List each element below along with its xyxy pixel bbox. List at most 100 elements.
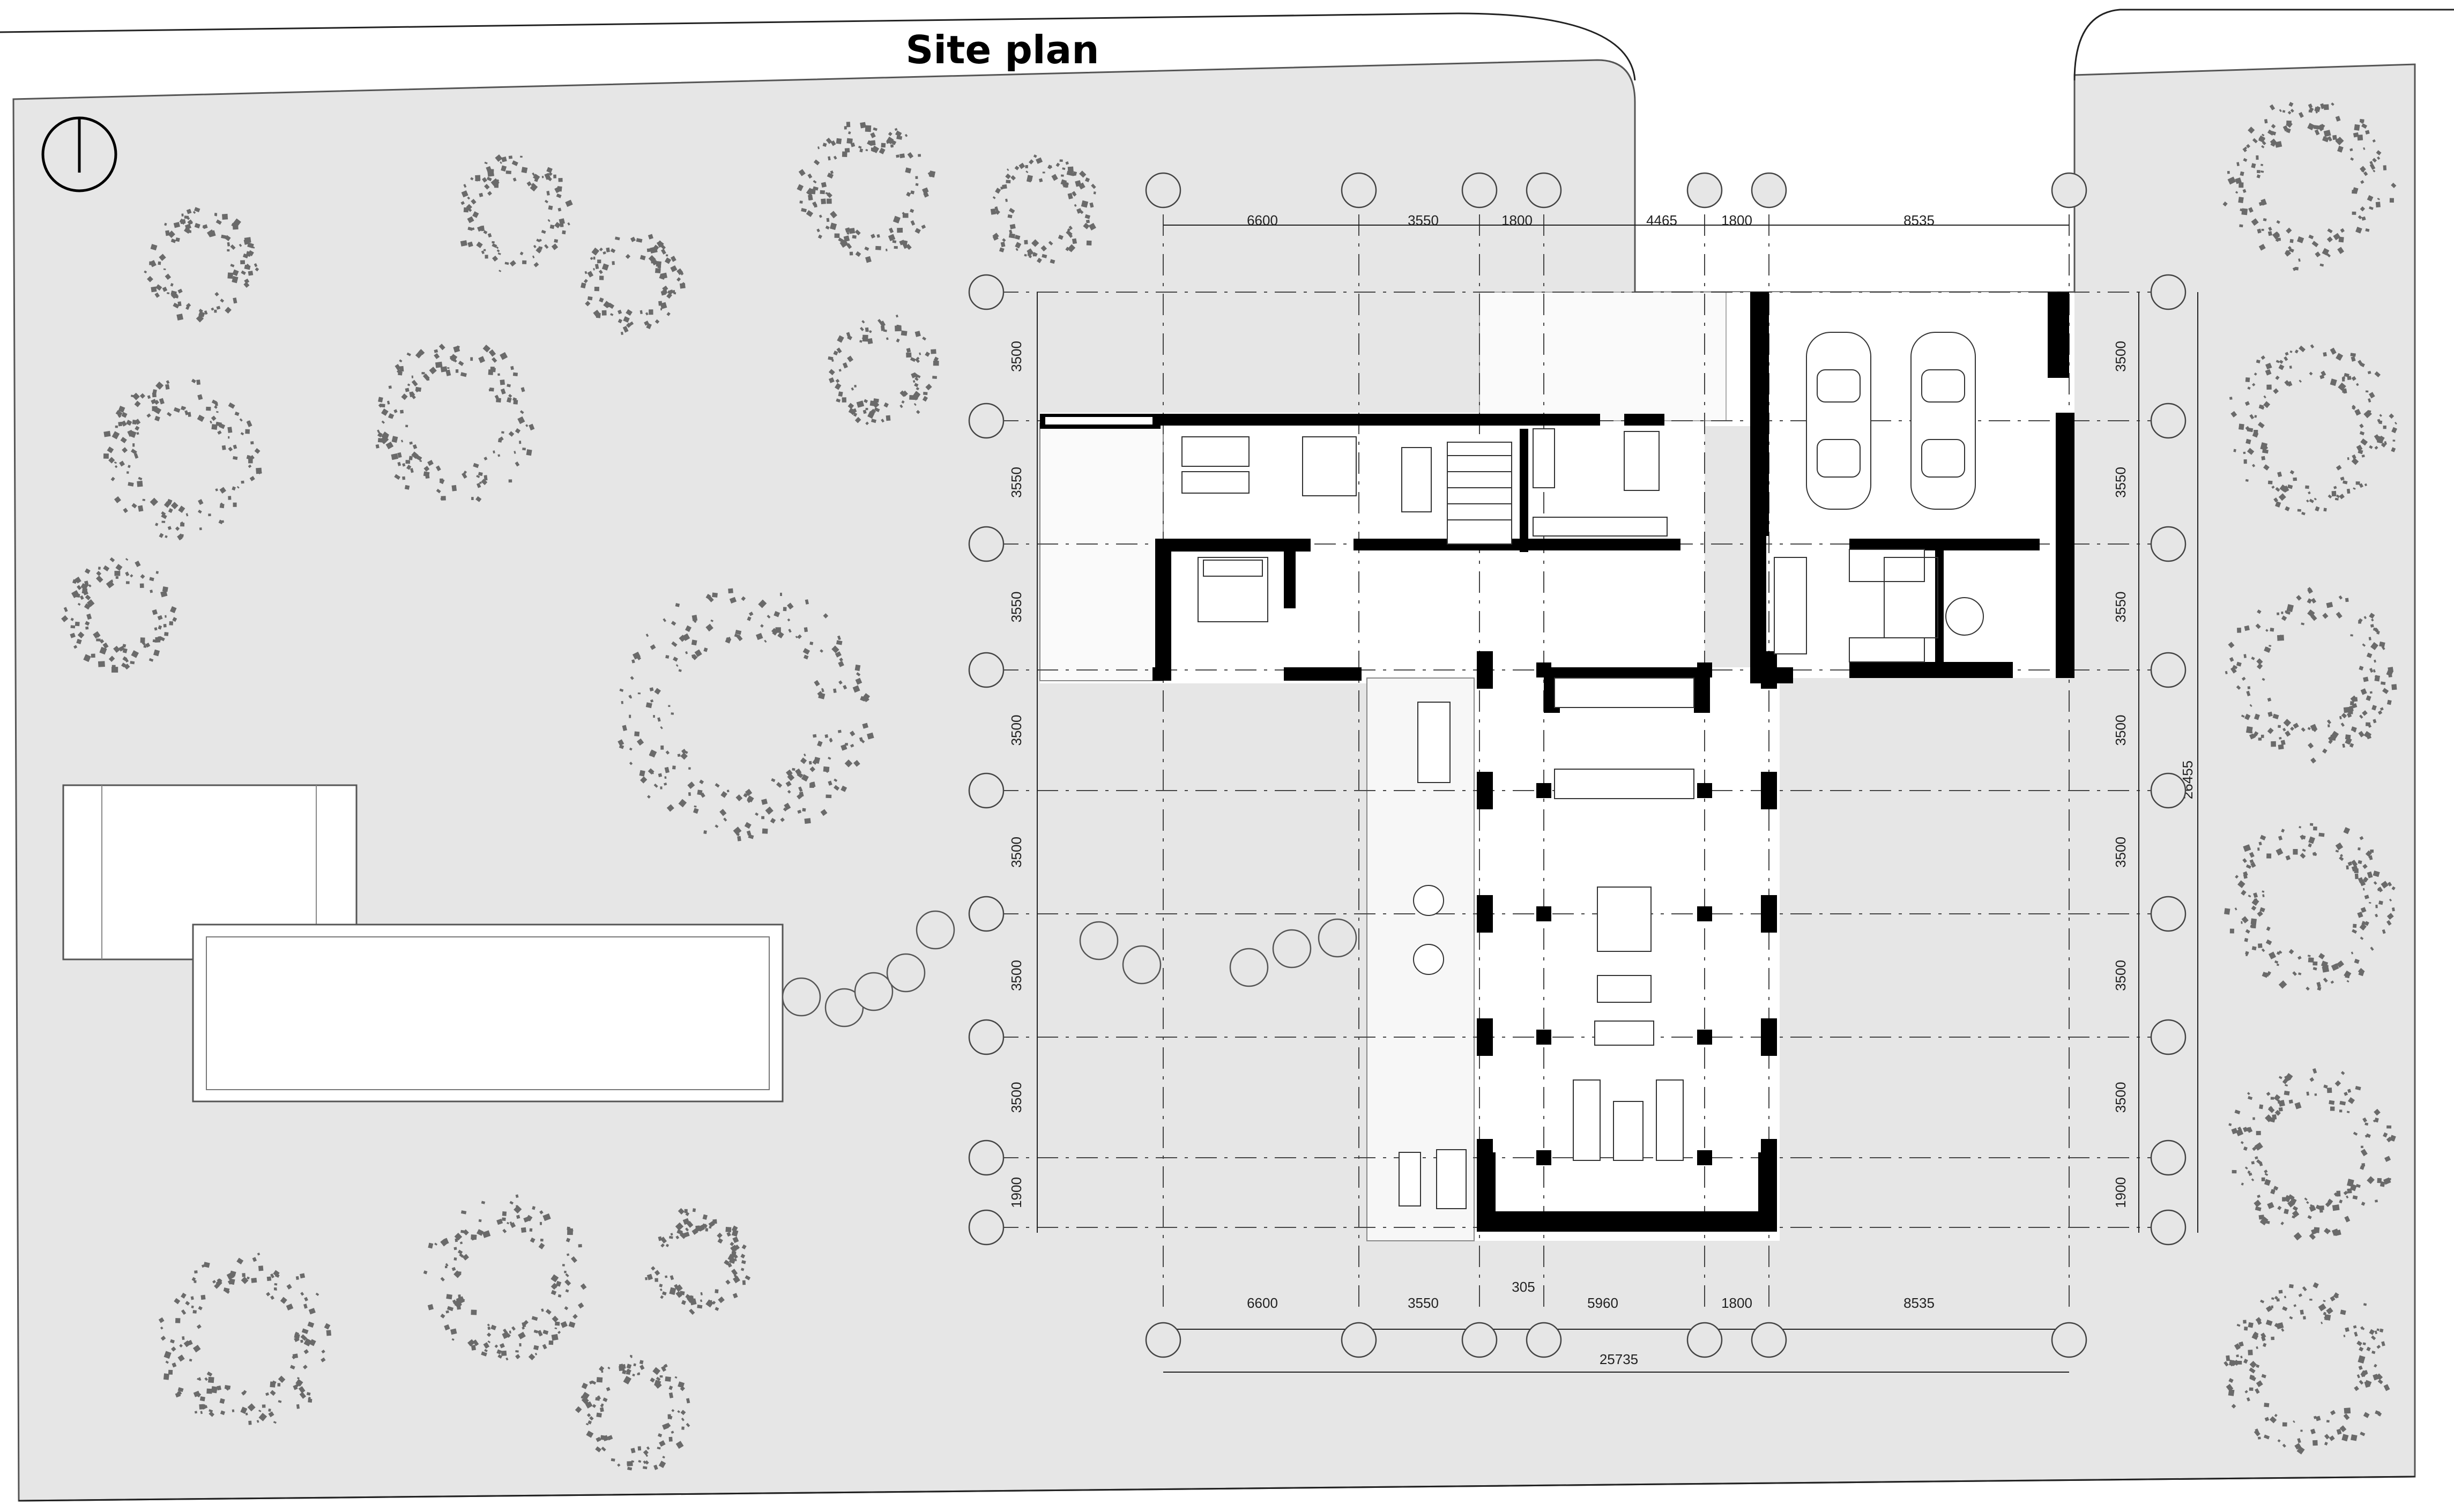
tree-icon [423, 1194, 587, 1361]
stepping-stone-icon [1079, 921, 1119, 960]
north-arrow-icon [41, 116, 117, 192]
grid-bubble [2150, 772, 2187, 809]
tree-icon [575, 1354, 690, 1471]
tree-icon [581, 234, 686, 335]
grid-bubble [1341, 1322, 1377, 1358]
dim-top-2: 3550 [1408, 212, 1439, 228]
dim-label: 3500 [2113, 837, 2129, 868]
grid-bubble [1341, 172, 1377, 208]
grid-bubble [968, 403, 1005, 439]
tree-icon [460, 154, 573, 272]
tree-icon [2224, 1282, 2390, 1455]
dim-label: 3500 [1008, 1082, 1024, 1113]
tree-icon [2228, 1068, 2396, 1241]
stepping-stone-icon [916, 910, 955, 950]
dim-label: 3500 [1008, 715, 1024, 746]
dim-bottom-4: 5960 [1587, 1295, 1618, 1311]
grid-bubble [2051, 1322, 2087, 1358]
dim-label: 3550 [1008, 592, 1024, 623]
tree-icon [61, 557, 177, 673]
grid-lines [997, 214, 2160, 1308]
dim-label: 3550 [2113, 467, 2129, 498]
grid-bubble [2150, 1019, 2187, 1055]
stepping-stone-icon [782, 977, 821, 1017]
tree-icon [2229, 344, 2398, 516]
column [1536, 1150, 1551, 1165]
tree-icon [2225, 587, 2397, 764]
tree-icon [797, 122, 936, 263]
column [1536, 906, 1551, 921]
stepping-stone-icon [1318, 918, 1357, 958]
grid-bubble [2051, 172, 2087, 208]
column [1477, 1018, 1493, 1056]
column [1761, 1018, 1777, 1056]
grid-bubble [1751, 1322, 1787, 1358]
tree-icon [375, 344, 535, 502]
trees [61, 102, 2398, 1471]
grid-bubble [2150, 403, 2187, 439]
dim-label: 1900 [1008, 1177, 1024, 1208]
grid-bubble [1686, 172, 1723, 208]
column [1477, 772, 1493, 809]
dim-top-4: 4465 [1646, 212, 1677, 228]
dim-top-5: 1800 [1721, 212, 1752, 228]
grid-bubble [1145, 172, 1181, 208]
dim-label: 3500 [2113, 715, 2129, 746]
stepping-stone-icon [886, 953, 926, 993]
tree-icon [645, 1208, 751, 1315]
page-title: Site plan [906, 27, 1099, 72]
grid-bubble [968, 274, 1005, 310]
dim-label: 3550 [2113, 592, 2129, 623]
column [1477, 895, 1493, 933]
tree-icon [828, 314, 939, 426]
walls [1040, 292, 2074, 1232]
grid-bubble [2150, 652, 2187, 688]
column [1536, 1030, 1551, 1045]
columns [1477, 651, 1777, 1176]
furniture [1181, 332, 1984, 1209]
dim-label: 1900 [2113, 1177, 2129, 1208]
column [1697, 1030, 1712, 1045]
column [1761, 651, 1777, 689]
grid-bubble [1145, 1322, 1181, 1358]
dim-bottom-1: 6600 [1247, 1295, 1278, 1311]
tree-icon [618, 588, 874, 841]
grid-bubble [968, 896, 1005, 932]
dimension-labels-bottom: 6600 3550 305 5960 1800 8535 25735 [1247, 1279, 1935, 1367]
swimming-pool [192, 923, 784, 1103]
grid-bubbles [968, 172, 2187, 1358]
grid-bubble [968, 772, 1005, 809]
stepping-stone-icon [1272, 929, 1312, 969]
tree-icon [2222, 102, 2397, 271]
dimension-lines [1037, 225, 2198, 1373]
grid-bubble [1526, 1322, 1562, 1358]
grid-bubble [2150, 896, 2187, 932]
grid-bubble [2150, 274, 2187, 310]
dim-top-1: 6600 [1247, 212, 1278, 228]
grid-bubble [2150, 526, 2187, 562]
column [1477, 651, 1493, 689]
grid-bubble [1461, 172, 1498, 208]
grid-bubble [968, 1209, 1005, 1246]
dim-bottom-2: 3550 [1408, 1295, 1439, 1311]
grid-bubble [1526, 172, 1562, 208]
dim-bottom-5: 1800 [1721, 1295, 1752, 1311]
column [1536, 662, 1551, 677]
grid-bubble [1751, 172, 1787, 208]
column [1697, 1150, 1712, 1165]
column [1761, 1139, 1777, 1176]
tree-icon [144, 207, 259, 323]
stepping-stone-icon [854, 972, 894, 1011]
tree-icon [990, 154, 1096, 264]
column [1697, 783, 1712, 798]
stepping-stone-icon [1122, 945, 1162, 985]
stepping-stone-icon [1229, 948, 1269, 987]
car-icon [1806, 332, 1871, 510]
tree-icon [103, 378, 262, 541]
column [1761, 772, 1777, 809]
dim-label: 3500 [2113, 1082, 2129, 1113]
dim-top-3: 1800 [1501, 212, 1533, 228]
